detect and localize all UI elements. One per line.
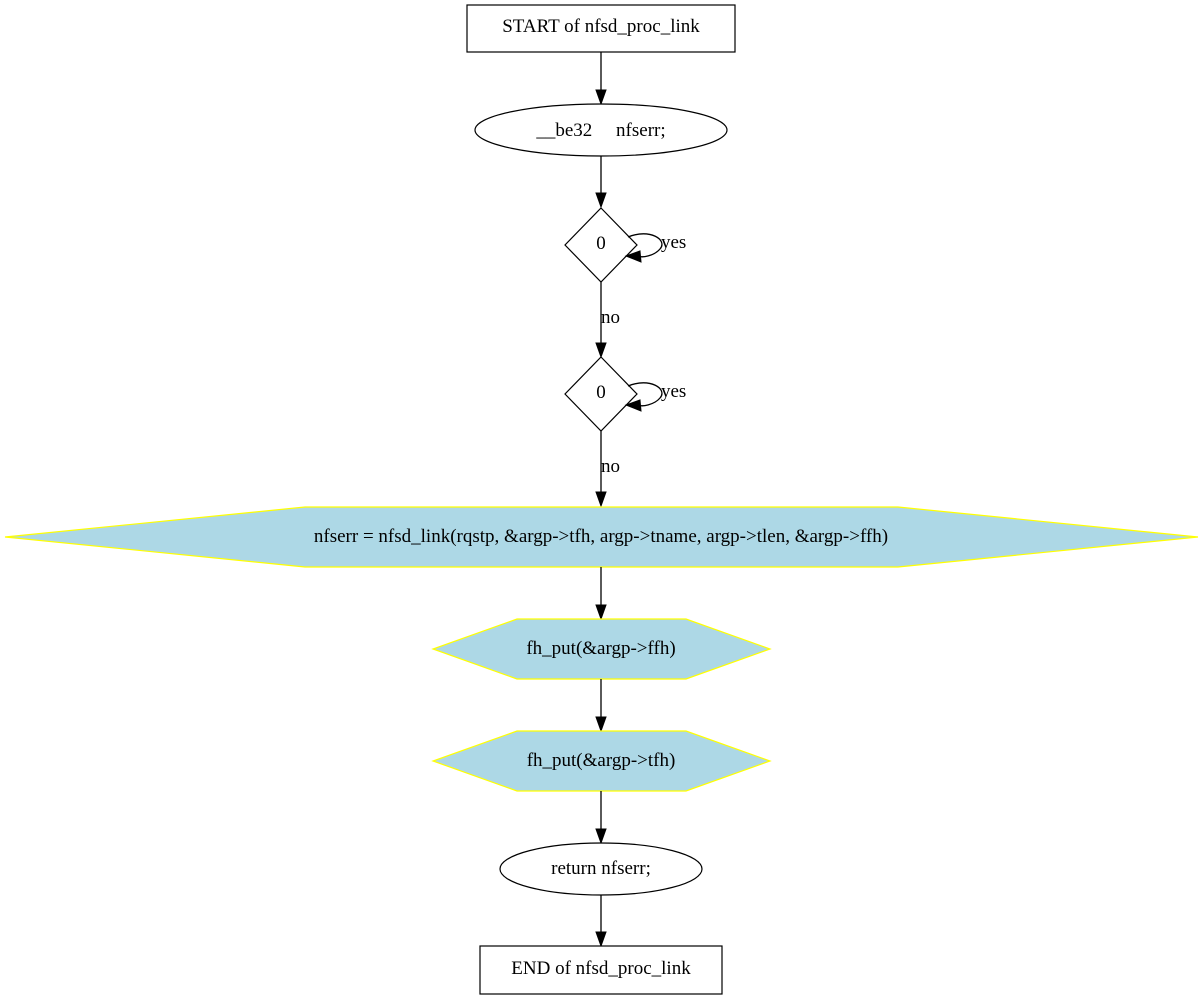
edge-decl-cond1 [595, 156, 607, 209]
arrowhead [595, 89, 607, 106]
edge-cond1-yes-loop: yes [624, 232, 686, 263]
edge-label-no-2: no [601, 456, 620, 477]
edge-start-decl [595, 52, 607, 106]
return-node: return nfserr; [499, 842, 703, 896]
link-call-node-label: nfserr = nfsd_link(rqstp, &argp->tfh, ar… [314, 526, 888, 547]
arrowhead [595, 828, 607, 845]
edge-return-end [595, 895, 607, 948]
edge-putffh-puttfh [595, 679, 607, 733]
start-node: START of nfsd_proc_link [466, 4, 736, 53]
end-node: END of nfsd_proc_link [479, 945, 723, 995]
arrowhead [595, 342, 607, 359]
arrowhead [624, 250, 642, 263]
arrowhead [595, 604, 607, 621]
fh-put-ffh-node: fh_put(&argp->ffh) [431, 618, 772, 680]
edge-cond2-link: no [595, 431, 620, 508]
condition-node-1: 0 [564, 207, 638, 283]
edge-label-yes-2: yes [661, 381, 686, 402]
arrowhead [595, 491, 607, 508]
condition-node-1-label: 0 [596, 233, 606, 254]
arrowhead [595, 716, 607, 733]
fh-put-ffh-node-label: fh_put(&argp->ffh) [526, 638, 675, 659]
edge-link-putffh [595, 567, 607, 621]
edge-cond1-cond2: no [595, 282, 620, 359]
condition-node-2: 0 [564, 356, 638, 432]
fh-put-tfh-node-label: fh_put(&argp->tfh) [527, 750, 676, 771]
start-node-label: START of nfsd_proc_link [502, 16, 700, 37]
return-node-label: return nfserr; [551, 858, 651, 879]
edge-puttfh-return [595, 791, 607, 845]
arrowhead [624, 399, 642, 412]
declaration-node: __be32 nfserr; [474, 103, 728, 157]
edge-label-no-1: no [601, 307, 620, 328]
edge-label-yes-1: yes [661, 232, 686, 253]
condition-node-2-label: 0 [596, 382, 606, 403]
edge-cond2-yes-loop: yes [624, 381, 686, 412]
arrowhead [595, 192, 607, 209]
fh-put-tfh-node: fh_put(&argp->tfh) [431, 730, 772, 792]
link-call-node: nfserr = nfsd_link(rqstp, &argp->tfh, ar… [4, 506, 1199, 568]
declaration-node-label: __be32 nfserr; [535, 120, 665, 141]
arrowhead [595, 931, 607, 948]
end-node-label: END of nfsd_proc_link [511, 958, 691, 979]
